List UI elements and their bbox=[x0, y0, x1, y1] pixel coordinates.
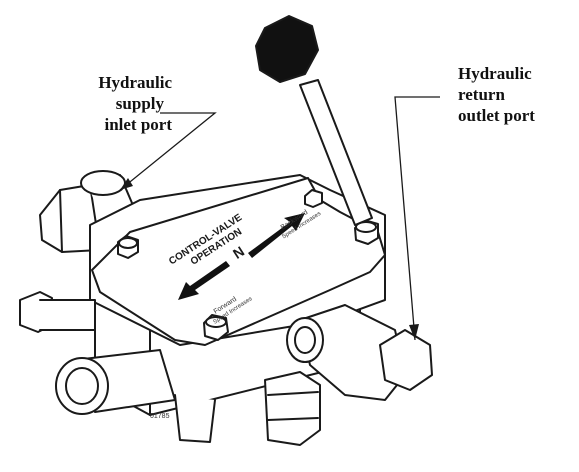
supply-leader bbox=[119, 112, 217, 191]
plate-arrows bbox=[178, 213, 305, 300]
supply-label-line1: Hydraulic bbox=[98, 73, 172, 92]
outlet-fitting-body bbox=[299, 304, 406, 401]
drain-fitting bbox=[264, 371, 321, 446]
supply-port-label: Hydraulic supply inlet port bbox=[52, 72, 172, 135]
return-arrowhead bbox=[409, 324, 419, 340]
arrow-right bbox=[248, 213, 305, 258]
leader-lines bbox=[119, 96, 440, 341]
supply-label-line3: inlet port bbox=[104, 115, 172, 134]
control-lever bbox=[299, 79, 373, 226]
return-label-line1: Hydraulic bbox=[458, 64, 532, 83]
cover-bolts bbox=[117, 189, 379, 341]
return-port-label: Hydraulic return outlet port bbox=[458, 63, 578, 126]
arrow-left bbox=[178, 261, 230, 300]
cover-plate bbox=[91, 177, 386, 346]
lever-knob bbox=[255, 15, 319, 83]
outlet-fitting-hex bbox=[379, 329, 433, 391]
return-label-line2: return bbox=[458, 85, 505, 104]
return-label-line3: outlet port bbox=[458, 106, 535, 125]
supply-label-line2: supply bbox=[115, 94, 164, 113]
figure-code: 01785 bbox=[150, 413, 170, 420]
supply-arrowhead bbox=[120, 178, 133, 190]
return-leader bbox=[394, 96, 440, 341]
